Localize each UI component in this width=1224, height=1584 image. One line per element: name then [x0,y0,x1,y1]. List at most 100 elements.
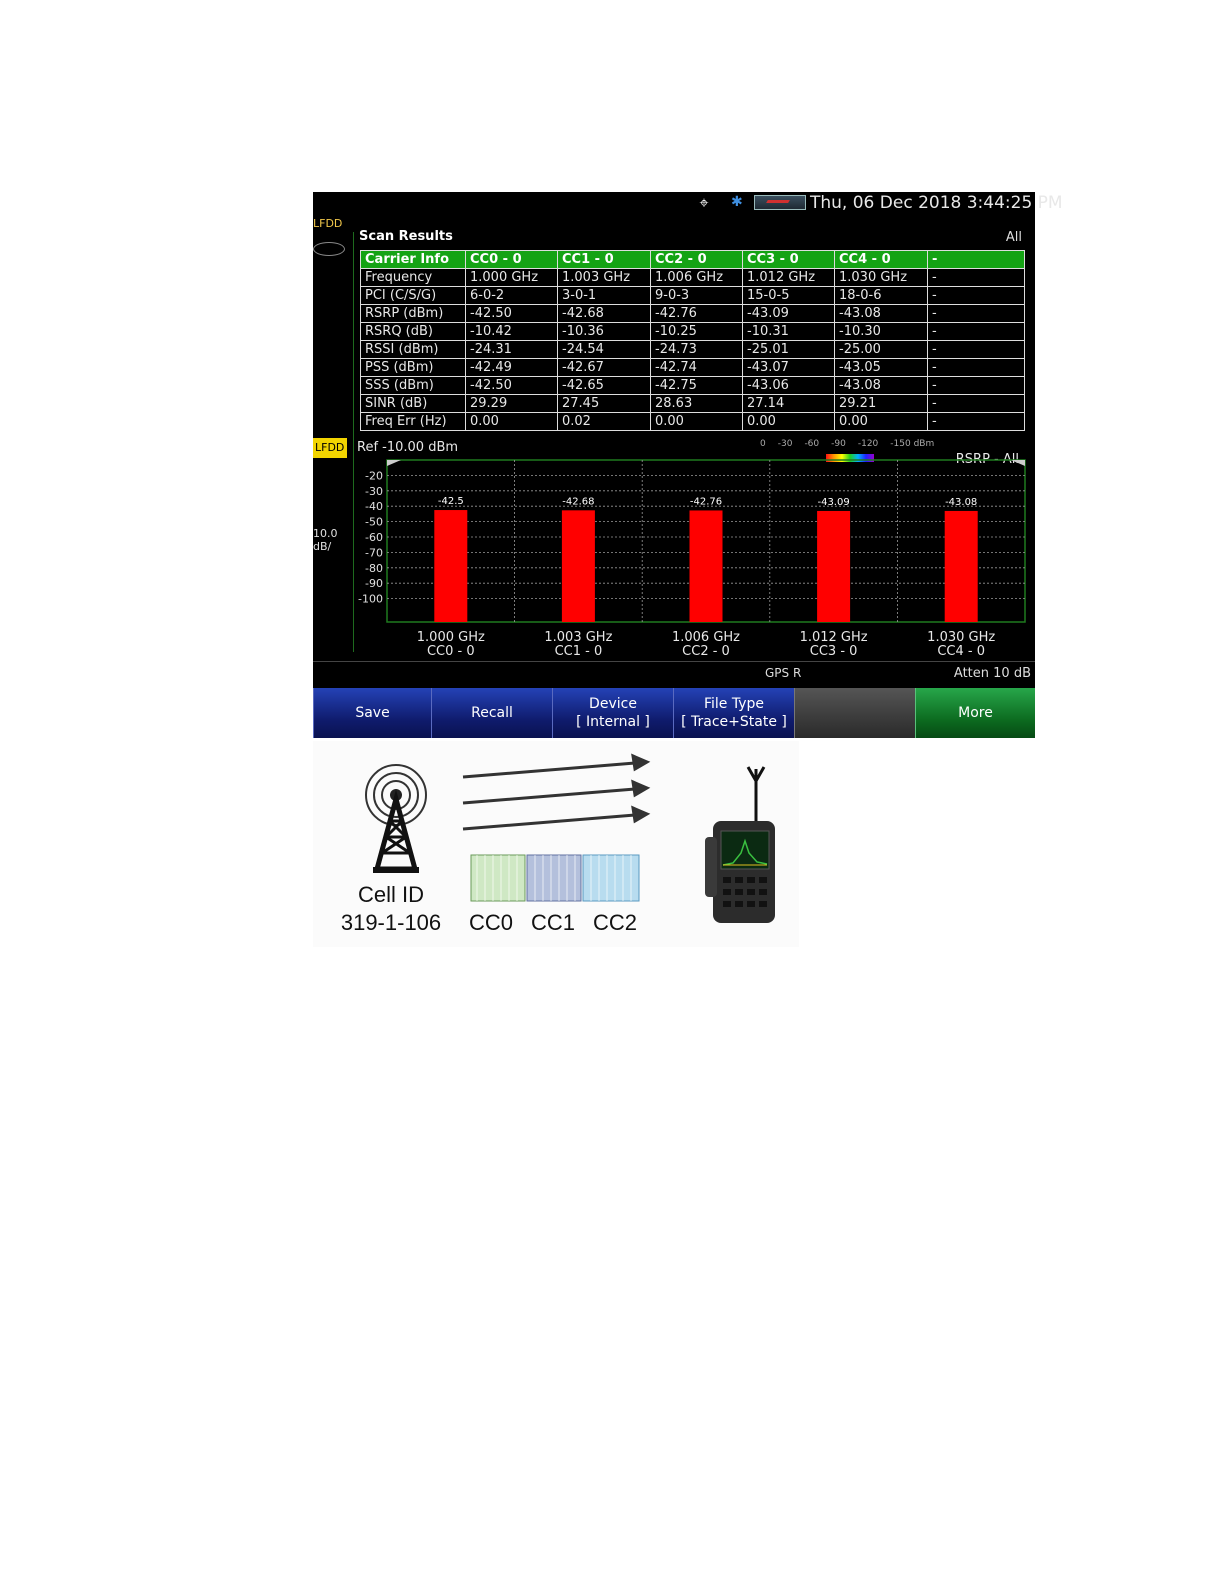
table-cell: - [927,322,1025,341]
top-status-bar: ⌖ ✱ Thu, 06 Dec 2018 3:44:25 PM [313,192,1062,214]
y-tick-label: -50 [365,516,383,529]
table-cell: 27.45 [557,394,651,413]
y-tick-label: -70 [365,546,383,559]
bar [561,510,595,622]
scan-filter: All [1005,230,1022,245]
table-cell: 0.02 [557,412,651,431]
color-scale-tick: -120 [857,439,879,449]
color-scale-ticks: 0-30-60-90-120-150 dBm [760,439,946,449]
y-tick-label: -60 [365,531,383,544]
softkey-bar: Save Recall Device [ Internal ] File Typ… [313,688,1035,738]
y-tick-label: -40 [365,500,383,513]
bar-value-label: -43.09 [817,497,849,508]
file-type-button-value: [ Trace+State ] [681,714,787,730]
table-cell: -42.50 [465,376,558,395]
row-label-cell: PCI (C/S/G) [360,286,466,305]
table-cell: -42.76 [650,304,743,323]
color-scale-tick: -60 [804,439,820,449]
color-scale-bar [826,454,874,462]
y-tick-label: -80 [365,562,383,575]
table-cell: -24.73 [650,340,743,359]
attenuation-status: Atten 10 dB [953,666,1031,681]
file-type-button[interactable]: File Type [ Trace+State ] [673,688,794,738]
table-cell: - [927,412,1025,431]
more-button[interactable]: More [915,688,1035,738]
mode-label-top: LFDD [313,217,343,230]
table-cell: 3-0-1 [557,286,651,305]
x-tick-frequency: 1.030 GHz [927,630,995,645]
x-tick-frequency: 1.012 GHz [800,630,868,645]
table-header-cell: CC0 - 0 [465,250,558,269]
bar [434,510,468,622]
color-scale-tick: -90 [831,439,846,449]
table-cell: 6-0-2 [465,286,558,305]
table-cell: -42.68 [557,304,651,323]
table-row: PSS (dBm)-42.49-42.67-42.74-43.07-43.05- [360,358,1025,377]
x-tick-frequency: 1.003 GHz [544,630,612,645]
mode-label-active[interactable]: LFDD [313,438,347,458]
bluetooth-icon: ✱ [731,194,743,210]
blank-softkey[interactable] [794,688,915,738]
save-button[interactable]: Save [313,688,431,738]
device-button[interactable]: Device [ Internal ] [552,688,673,738]
handheld-analyzer-icon [705,766,775,923]
date-time: Thu, 06 Dec 2018 3:44:25 PM [810,193,1063,213]
y-tick-label: -20 [365,469,383,482]
table-cell: -42.75 [650,376,743,395]
table-cell: -43.08 [834,376,928,395]
table-cell: 0.00 [465,412,558,431]
table-cell: -24.31 [465,340,558,359]
table-cell: -25.01 [742,340,835,359]
table-cell: 0.00 [742,412,835,431]
table-cell: -24.54 [557,340,651,359]
table-header-cell: CC3 - 0 [742,250,835,269]
table-cell: -42.74 [650,358,743,377]
bar-value-label: -42.68 [562,496,594,507]
table-row: RSRP (dBm)-42.50-42.68-42.76-43.09-43.08… [360,304,1025,323]
more-button-label: More [958,705,993,721]
bar-value-label: -42.76 [690,496,722,507]
table-cell: -42.65 [557,376,651,395]
bar-value-label: -43.08 [945,497,977,508]
carrier-label-cc1: CC1 [531,910,576,935]
table-cell: -43.08 [834,304,928,323]
analyzer-screen: ⌖ ✱ Thu, 06 Dec 2018 3:44:25 PM LFDD LFD… [313,192,1063,738]
x-tick-carrier: CC0 - 0 [427,644,475,659]
table-header-cell: CC2 - 0 [650,250,743,269]
scale-per-div: 10.0 dB/ [313,527,338,553]
table-cell: 1.030 GHz [834,268,928,287]
table-cell: -43.06 [742,376,835,395]
plot-corner-marker [1011,460,1025,466]
row-label-cell: PSS (dBm) [360,358,466,377]
table-cell: - [927,358,1025,377]
table-cell: - [927,286,1025,305]
bar-value-label: -42.5 [438,496,464,507]
table-cell: -10.30 [834,322,928,341]
table-cell: -10.31 [742,322,835,341]
table-cell: 29.21 [834,394,928,413]
gps-crosshair-icon: ⌖ [699,193,709,212]
bar [817,510,851,622]
color-scale-tick: -150 dBm [890,439,935,449]
color-scale-tick: 0 [760,439,766,449]
table-cell: -10.25 [650,322,743,341]
table-cell: 0.00 [650,412,743,431]
table-cell: -43.07 [742,358,835,377]
table-cell: 9-0-3 [650,286,743,305]
recall-button[interactable]: Recall [431,688,552,738]
table-cell: -43.05 [834,358,928,377]
row-label-cell: SINR (dB) [360,394,466,413]
scan-results-title: Scan Results [359,229,453,244]
table-cell: -42.49 [465,358,558,377]
carrier-label-cc0: CC0 [469,910,514,935]
table-cell: -43.09 [742,304,835,323]
row-label-cell: Freq Err (Hz) [360,412,466,431]
table-cell: 1.003 GHz [557,268,651,287]
table-row: RSSI (dBm)-24.31-24.54-24.73-25.01-25.00… [360,340,1025,359]
bar [689,510,723,622]
side-divider [353,232,354,652]
